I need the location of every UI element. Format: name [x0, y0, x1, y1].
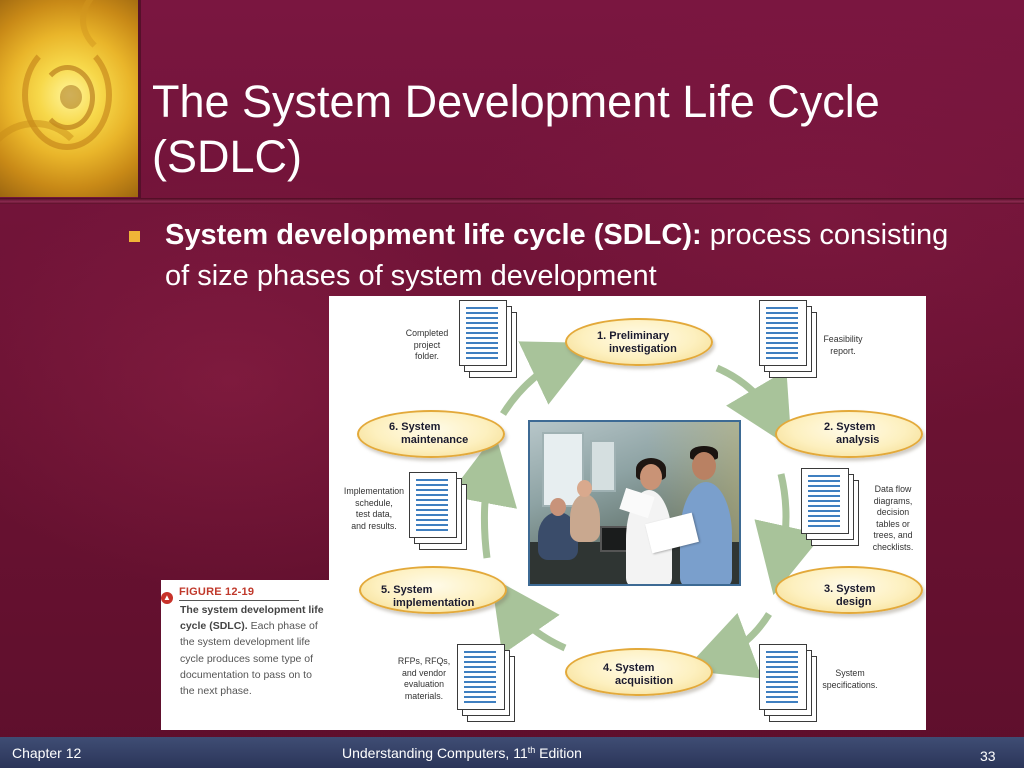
arrow-1-to-2 — [715, 364, 792, 449]
caption-heading: FIGURE 12-19 — [179, 586, 299, 601]
document-stack-4 — [759, 644, 819, 726]
caption-marker-icon: ▲ — [161, 592, 173, 604]
team-photo — [528, 420, 741, 586]
phase-1-ellipse — [565, 318, 713, 366]
phase-3-label: 3. System design — [824, 583, 876, 608]
document-stack-3 — [801, 468, 861, 550]
bullet-term: System development life cycle (SDLC): — [165, 219, 702, 251]
phase-4-ellipse — [565, 648, 713, 696]
footer-page-number: 33 — [980, 748, 996, 764]
phase-3-ellipse — [775, 566, 923, 614]
bullet-marker — [129, 231, 140, 242]
phase-4-label: 4. System acquisition — [603, 662, 674, 687]
document-stack-1 — [459, 300, 519, 382]
bullet-definition: process consisting of size phases of sys… — [165, 219, 949, 292]
title-divider-vertical — [138, 0, 141, 198]
slide-title: The System Development Life Cycle (SDLC) — [152, 74, 1012, 184]
phase-2-ellipse — [775, 410, 923, 458]
phase-6-ellipse — [357, 410, 505, 458]
slide-title-line2: (SDLC) — [152, 131, 303, 182]
slide-title-line1: The System Development Life Cycle — [152, 76, 880, 127]
title-divider-horizontal — [0, 198, 1024, 204]
phase-5-ellipse — [359, 566, 507, 614]
document-stack-5 — [457, 644, 517, 726]
document-stack-2 — [759, 300, 819, 382]
cycle-arrows — [448, 341, 823, 679]
caption-text: The system development life cycle (SDLC)… — [180, 604, 324, 698]
arrow-3-to-4 — [684, 612, 772, 679]
phase-2-label: 2. System analysis — [824, 421, 880, 446]
phase-5-label: 5. System implementation — [381, 584, 475, 609]
footer-book-title: Understanding Computers, 11th Edition — [342, 745, 582, 761]
sdlc-figure: 1. Preliminary investigation 2. System a… — [329, 296, 926, 730]
slide-footer: Chapter 12 Understanding Computers, 11th… — [0, 737, 1024, 768]
figure-caption: ▲ FIGURE 12-19 The system development li… — [161, 580, 329, 730]
document-stack-6 — [409, 472, 469, 554]
arrow-4-to-5 — [491, 577, 567, 655]
arrow-6-to-1 — [500, 341, 597, 416]
rose-image — [0, 0, 138, 197]
phase-1-label: 1. Preliminary investigation — [597, 330, 677, 355]
phase-6-label: 6. System maintenance — [389, 421, 469, 446]
footer-chapter: Chapter 12 — [12, 745, 82, 761]
arrow-2-to-3 — [754, 473, 823, 596]
arrow-5-to-6 — [448, 433, 518, 559]
bullet-text: System development life cycle (SDLC): pr… — [165, 215, 965, 297]
